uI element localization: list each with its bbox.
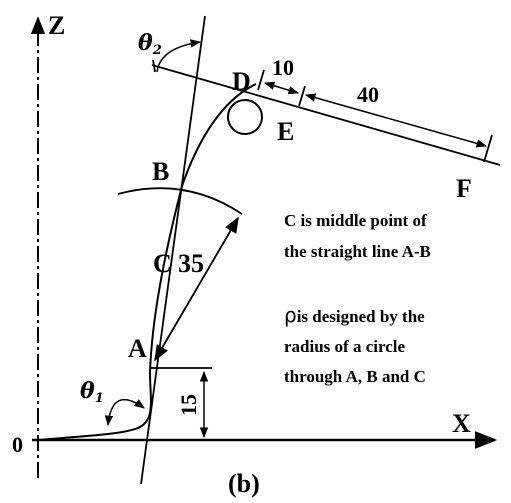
x-axis-label: X (452, 409, 471, 438)
point-e-label: E (277, 117, 294, 146)
dim-10-arrow (263, 81, 300, 95)
point-c-label: C (153, 249, 172, 278)
note-line-2: the straight line A-B (284, 242, 431, 261)
theta1-arc (104, 398, 145, 427)
tick-10 (298, 85, 306, 107)
note-line-3: ρis designed by the (284, 303, 425, 327)
tick-f (483, 134, 493, 163)
arc-at-b (117, 187, 243, 215)
circle-at-d (227, 99, 263, 135)
point-a-label: A (128, 334, 147, 363)
tick-left (152, 59, 156, 73)
dim-10-label: 10 (272, 55, 294, 80)
note-line-4: radius of a circle (284, 337, 405, 356)
trajectory-curve (39, 83, 257, 441)
figure-caption: (b) (228, 469, 260, 498)
theta1-label: θ1 (80, 378, 104, 406)
theta2-label: θ2 (138, 30, 162, 58)
theta2-arc (156, 39, 202, 73)
notes-block: C is middle point of the straight line A… (284, 211, 431, 386)
origin-label: 0 (12, 432, 23, 457)
z-axis-label: Z (48, 11, 65, 40)
tick-d (257, 69, 265, 91)
dim-35-label: 35 (178, 249, 204, 278)
point-f-label: F (456, 174, 472, 203)
point-b-label: B (152, 157, 169, 186)
dim-15-label: 15 (176, 394, 201, 416)
dim-40-arrow (304, 93, 488, 148)
point-d-label: D (232, 67, 251, 96)
note-line-1: C is middle point of (284, 211, 427, 230)
dim-40-label: 40 (357, 82, 379, 107)
dim-35-arrow (154, 216, 239, 362)
line-d-f (151, 64, 501, 166)
note-line-5: through A, B and C (284, 367, 426, 386)
